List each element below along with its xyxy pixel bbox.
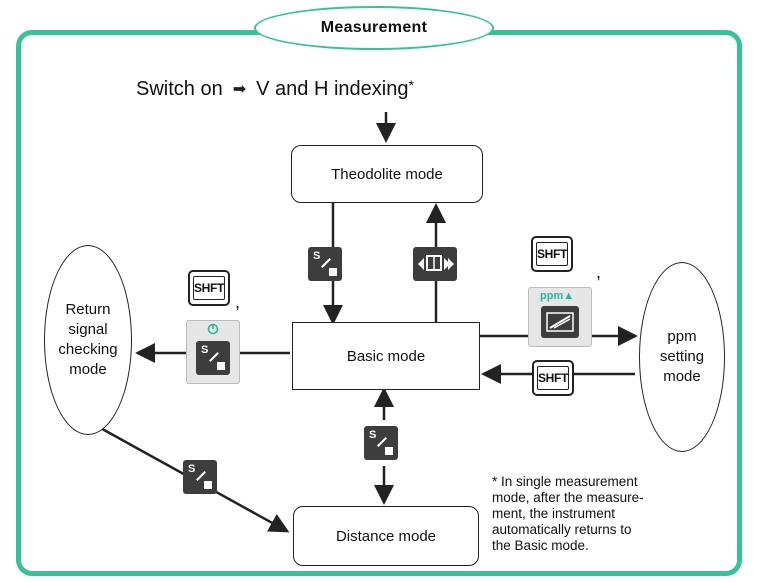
ppm-mode-label: ppm setting mode (659, 328, 705, 385)
square-icon (329, 268, 337, 276)
basic-mode-box: Basic mode (292, 322, 480, 390)
s-key-letter: S (188, 463, 196, 475)
shift-key-label: SHFT (193, 276, 225, 300)
slash-icon (209, 352, 219, 362)
footnote-star: * (408, 77, 414, 93)
slash-icon (196, 471, 206, 481)
footnote: * In single measurement mode, after the … (492, 474, 644, 553)
angle-key (413, 247, 457, 281)
s-key-letter: S (369, 429, 377, 441)
slash-icon (377, 437, 387, 447)
return-signal-mode-oval: Return signal checking mode (44, 245, 132, 435)
square-icon (204, 481, 212, 489)
diagram-title: Measurement (254, 6, 494, 50)
s-meas-key-1: S (308, 247, 342, 281)
comma-left: , (235, 292, 241, 312)
ppm-mode-oval: ppm setting mode (639, 262, 725, 452)
indexing-text: V and H indexing (256, 77, 409, 100)
ppm-up-label: ppm▲ (540, 290, 575, 302)
ppm-key-panel: ppm▲ (528, 287, 592, 347)
shift-key-left: SHFT (188, 270, 230, 306)
shift-key-lower-right: SHFT (532, 360, 574, 396)
s-meas-key-2: S (196, 341, 230, 375)
angle-key-icon (418, 255, 454, 271)
s-key-letter: S (201, 344, 209, 356)
left-key-panel: S (186, 320, 240, 384)
power-icon (207, 323, 219, 335)
theodolite-mode-box: Theodolite mode (291, 145, 483, 203)
right-arrow-icon: ➡ (232, 81, 247, 98)
shift-key-label: SHFT (537, 366, 569, 390)
square-icon (217, 362, 225, 370)
distance-mode-box: Distance mode (293, 506, 479, 566)
shift-key-label: SHFT (536, 242, 568, 266)
return-signal-mode-label: Return signal checking mode (58, 301, 118, 378)
ppm-key-icon (546, 312, 574, 332)
switch-on-text: Switch on (136, 77, 223, 100)
s-meas-key-4: S (183, 460, 217, 494)
s-meas-key-3: S (364, 426, 398, 460)
square-icon (385, 447, 393, 455)
ppm-key (541, 306, 579, 338)
comma-right: , (596, 262, 602, 282)
shift-key-right: SHFT (531, 236, 573, 272)
s-key-letter: S (313, 250, 321, 262)
slash-icon (321, 258, 331, 268)
start-sequence: Switch on ➡ V and H indexing * (136, 74, 414, 104)
